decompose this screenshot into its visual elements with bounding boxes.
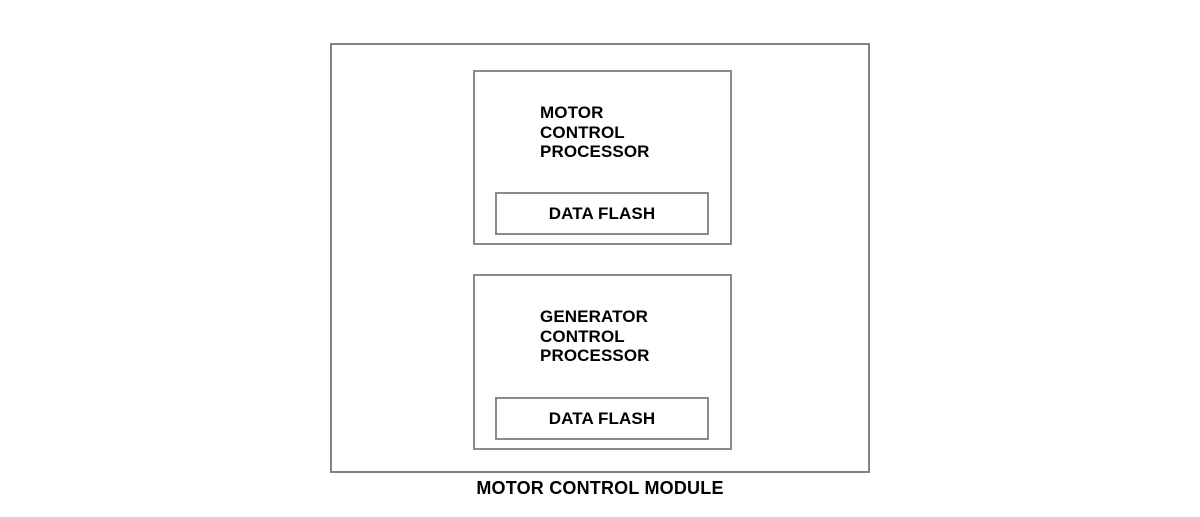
- title-line-1: GENERATOR: [540, 307, 648, 326]
- data-flash-label: DATA FLASH: [548, 408, 656, 428]
- motor-control-processor-title: MOTOR CONTROL PROCESSOR: [540, 103, 650, 162]
- motor-control-module-box: MOTOR CONTROL PROCESSOR DATA FLASH GENER…: [330, 43, 870, 473]
- generator-control-processor-block: GENERATOR CONTROL PROCESSOR DATA FLASH: [473, 274, 732, 450]
- title-line-1: MOTOR: [540, 103, 604, 122]
- data-flash-box-generator: DATA FLASH: [495, 397, 709, 440]
- title-line-3: PROCESSOR: [540, 346, 650, 365]
- generator-control-processor-title: GENERATOR CONTROL PROCESSOR: [540, 307, 650, 366]
- title-line-3: PROCESSOR: [540, 142, 650, 161]
- title-line-2: CONTROL: [540, 326, 625, 346]
- module-caption: MOTOR CONTROL MODULE: [476, 478, 724, 498]
- data-flash-label: DATA FLASH: [548, 203, 656, 223]
- data-flash-box-motor: DATA FLASH: [495, 192, 709, 235]
- title-line-2: CONTROL: [540, 122, 625, 142]
- motor-control-processor-block: MOTOR CONTROL PROCESSOR DATA FLASH: [473, 70, 732, 245]
